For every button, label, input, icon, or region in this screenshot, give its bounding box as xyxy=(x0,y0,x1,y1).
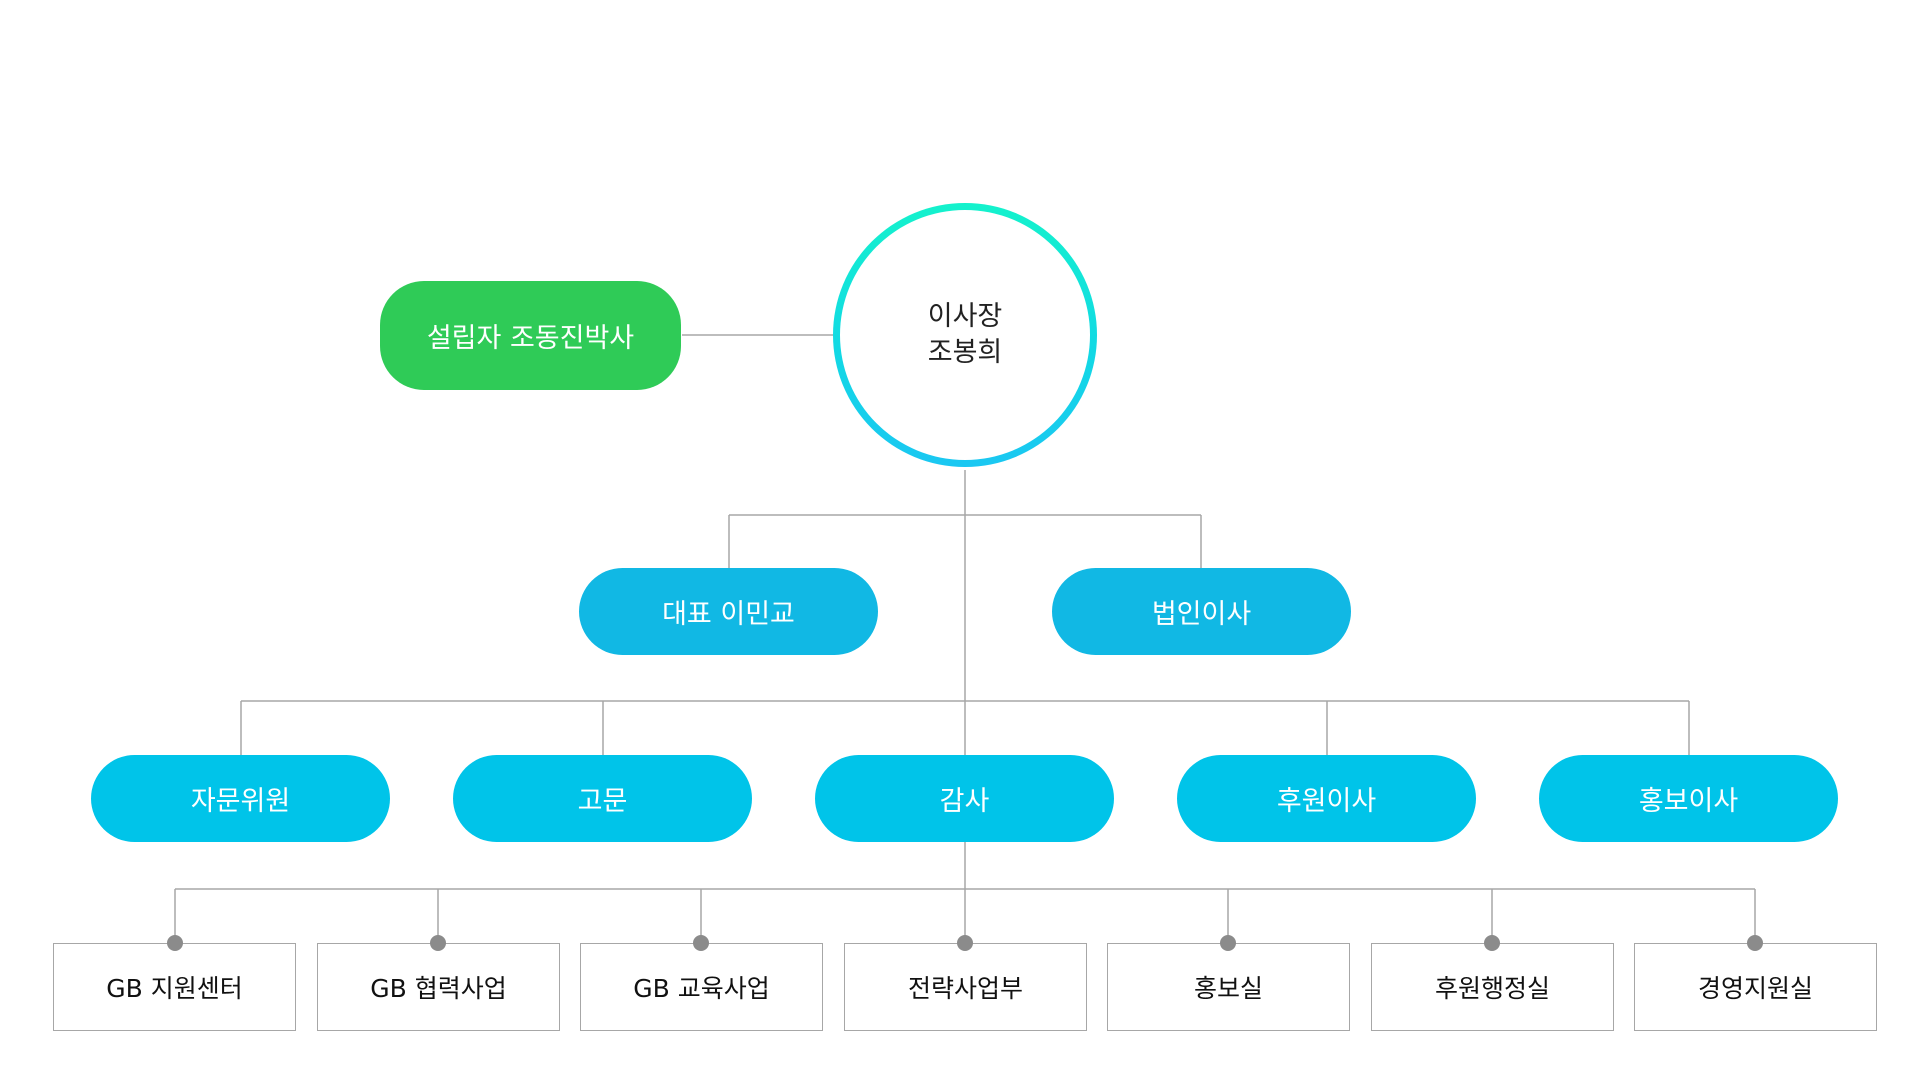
dept-management-support: 경영지원실 xyxy=(1634,943,1877,1031)
dept-label: GB 교육사업 xyxy=(633,974,770,1003)
dept-label: 경영지원실 xyxy=(1697,974,1813,1003)
sponsor-director-node: 후원이사 xyxy=(1177,755,1476,842)
chairman-node: 이사장 조봉희 xyxy=(833,203,1097,467)
dept-connector-dot xyxy=(167,935,183,951)
auditor-node: 감사 xyxy=(815,755,1114,842)
dept-connector-dot xyxy=(1484,935,1500,951)
representative-node: 대표 이민교 xyxy=(579,568,878,655)
dept-label: 홍보실 xyxy=(1193,974,1263,1003)
advisory-committee-node: 자문위원 xyxy=(91,755,390,842)
dept-gb-support-center: GB 지원센터 xyxy=(53,943,296,1031)
adviser-node: 고문 xyxy=(453,755,752,842)
dept-connector-dot xyxy=(430,935,446,951)
dept-connector-dot xyxy=(1220,935,1236,951)
dept-pr-office: 홍보실 xyxy=(1107,943,1350,1031)
dept-label: GB 지원센터 xyxy=(106,974,243,1003)
dept-strategy: 전략사업부 xyxy=(844,943,1087,1031)
dept-gb-cooperation: GB 협력사업 xyxy=(317,943,560,1031)
dept-connector-dot xyxy=(1747,935,1763,951)
corporate-director-label: 법인이사 xyxy=(1151,599,1252,630)
pr-director-node: 홍보이사 xyxy=(1539,755,1838,842)
dept-sponsorship-admin: 후원행정실 xyxy=(1371,943,1614,1031)
dept-connector-dot xyxy=(957,935,973,951)
corporate-director-node: 법인이사 xyxy=(1052,568,1351,655)
pr-director-label: 홍보이사 xyxy=(1638,786,1739,817)
founder-label: 설립자 조동진박사 xyxy=(426,323,635,354)
dept-connector-dot xyxy=(693,935,709,951)
auditor-label: 감사 xyxy=(939,786,990,817)
representative-label: 대표 이민교 xyxy=(662,599,795,630)
dept-label: GB 협력사업 xyxy=(370,974,507,1003)
founder-node: 설립자 조동진박사 xyxy=(380,281,681,390)
dept-label: 전략사업부 xyxy=(907,974,1023,1003)
dept-label: 후원행정실 xyxy=(1434,974,1550,1003)
dept-gb-education: GB 교육사업 xyxy=(580,943,823,1031)
sponsor-director-label: 후원이사 xyxy=(1276,786,1377,817)
adviser-label: 고문 xyxy=(577,786,628,817)
chairman-title: 이사장 xyxy=(927,301,1003,332)
advisory-committee-label: 자문위원 xyxy=(190,786,291,817)
chairman-name: 조봉희 xyxy=(927,337,1003,368)
